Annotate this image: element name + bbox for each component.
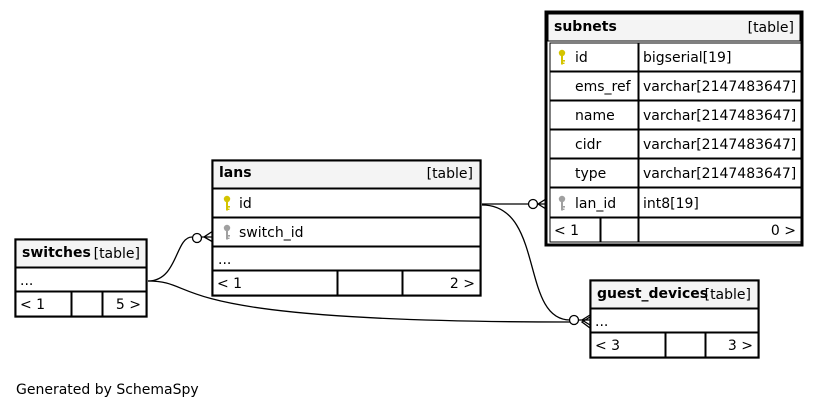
children-count[interactable]: 3 >	[728, 338, 753, 354]
table-header	[590, 280, 759, 309]
generated-by-footer: Generated by SchemaSpy	[16, 382, 199, 398]
column-type: int8[19]	[643, 196, 699, 212]
children-count[interactable]: 5 >	[116, 297, 141, 313]
edge-crowfoot-marker	[578, 314, 591, 329]
edge-crowfoot-marker	[201, 230, 214, 243]
column-type: bigserial[19]	[643, 50, 731, 66]
children-count[interactable]: 2 >	[450, 276, 475, 292]
column-type: varchar[2147483647]	[643, 108, 796, 124]
edge-optional-marker	[191, 232, 203, 244]
table-title: lans	[219, 165, 252, 181]
column-name: id	[239, 196, 252, 212]
parents-count[interactable]: < 1	[20, 297, 45, 313]
table-title: subnets	[554, 19, 617, 35]
relationship-guest-devices-switches	[147, 280, 591, 329]
table-header	[212, 160, 481, 189]
more-columns-ellipsis: ...	[20, 273, 33, 289]
column-name: name	[575, 108, 615, 124]
relationship-lans-switches	[147, 230, 214, 282]
more-columns-ellipsis: ...	[595, 314, 608, 330]
column-name: switch_id	[239, 225, 303, 241]
parents-count[interactable]: < 1	[554, 223, 579, 239]
column-type: varchar[2147483647]	[643, 137, 796, 153]
table-switches[interactable]: switches [table] ... < 1 5 >	[14, 238, 148, 318]
parents-count[interactable]: < 1	[217, 276, 242, 292]
table-kind: [table]	[94, 246, 140, 262]
edge-optional-marker	[568, 314, 580, 326]
table-kind: [table]	[705, 287, 751, 303]
table-subnets[interactable]: subnets [table] id bigserial[19] ems_ref…	[544, 10, 804, 247]
column-name: id	[575, 50, 588, 66]
column-name: type	[575, 166, 606, 182]
table-header	[547, 13, 801, 42]
table-guest-devices[interactable]: guest_devices [table] ... < 3 3 >	[589, 279, 760, 359]
table-kind: [table]	[748, 20, 794, 36]
column-name: lan_id	[575, 196, 616, 212]
children-count[interactable]: 0 >	[771, 223, 796, 239]
relationship-guest-devices-lans	[481, 204, 571, 321]
relationship-subnets-lans	[482, 198, 547, 210]
table-title: switches	[22, 245, 91, 261]
column-name: cidr	[575, 137, 601, 153]
table-header	[15, 239, 147, 268]
column-name: ems_ref	[575, 79, 632, 95]
table-kind: [table]	[427, 166, 473, 182]
parents-count[interactable]: < 3	[595, 338, 620, 354]
table-lans[interactable]: lans [table] id switch_id ... < 1 2 >	[211, 159, 482, 297]
column-type: varchar[2147483647]	[643, 166, 796, 182]
more-columns-ellipsis: ...	[218, 252, 231, 268]
edge-optional-marker	[527, 198, 539, 210]
column-type: varchar[2147483647]	[643, 79, 796, 95]
table-title: guest_devices	[597, 286, 708, 302]
